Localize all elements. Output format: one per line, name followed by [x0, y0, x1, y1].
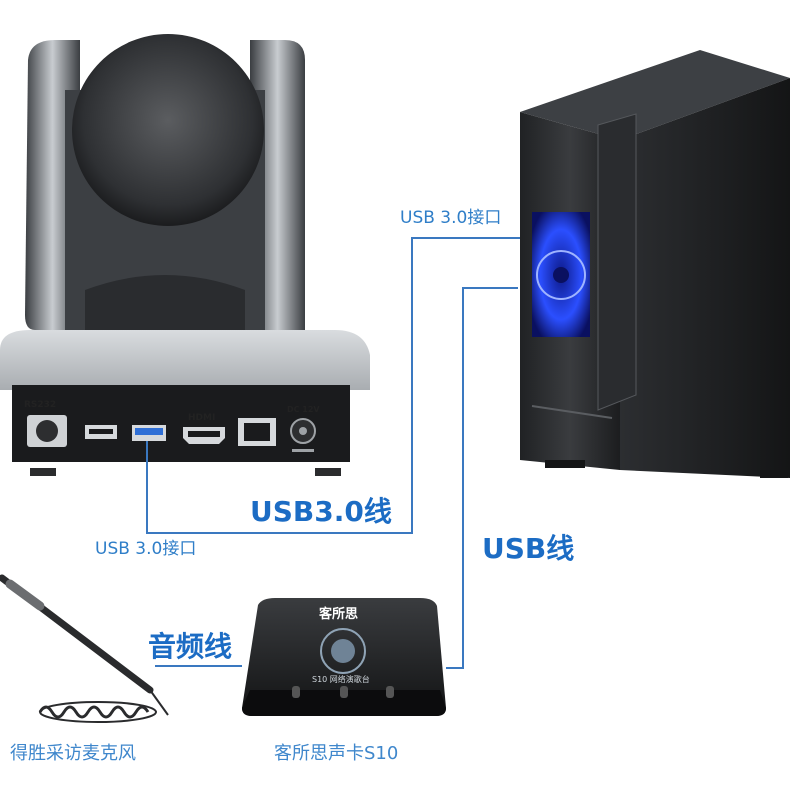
pc-tower	[520, 50, 790, 478]
usb-cable-line	[446, 288, 518, 668]
rs232-label: RS232	[24, 401, 56, 410]
microphone-caption: 得胜采访麦克风	[10, 745, 136, 763]
microphone	[2, 578, 168, 722]
camera-usb-port-label: USB 3.0接口	[95, 541, 196, 558]
rs232-port	[36, 420, 58, 442]
sound-card-brand: 客所思	[319, 608, 358, 621]
pc-usb-port-label: USB 3.0接口	[400, 210, 501, 227]
hdmi-label: HDMI	[188, 414, 215, 423]
dc-label: DC 12V	[287, 406, 320, 414]
sound-card-caption: 客所思声卡S10	[274, 745, 398, 763]
usb-cable-label: USB线	[482, 535, 574, 563]
usb30-cable-label: USB3.0线	[250, 498, 392, 526]
camera-lens	[72, 34, 264, 226]
sound-card-model: S10 网络演歌台	[312, 676, 370, 684]
audio-cable-label: 音频线	[148, 633, 232, 661]
